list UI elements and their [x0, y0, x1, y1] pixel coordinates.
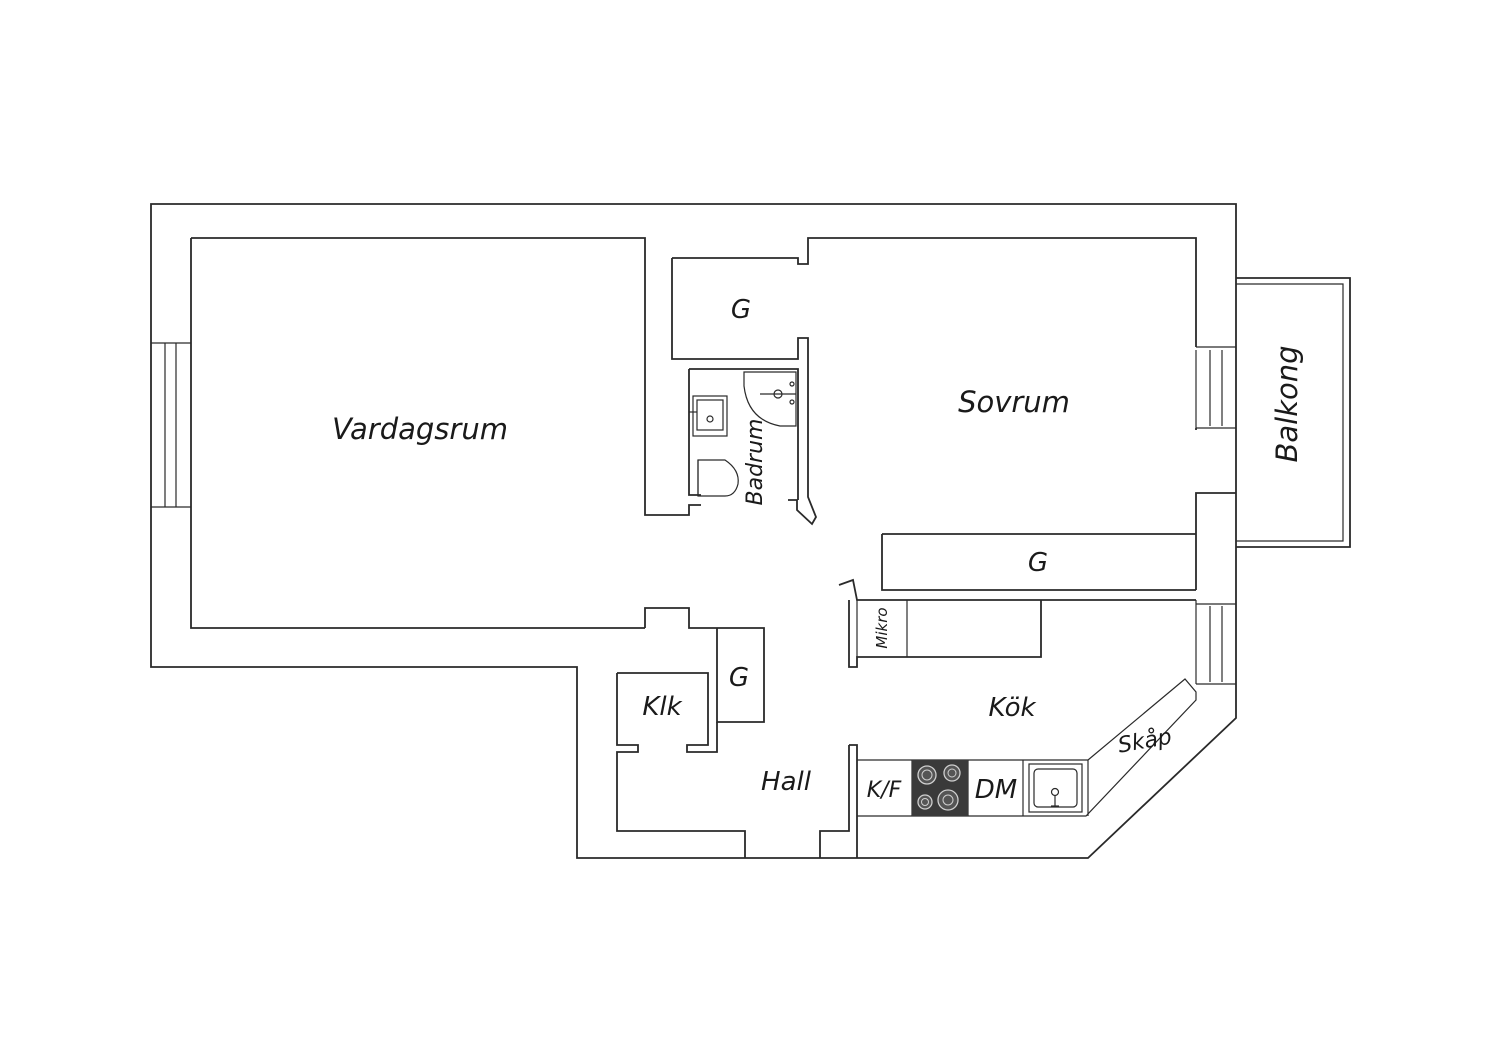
bathroom — [688, 368, 799, 500]
fridge-freezer-label: K/F — [867, 778, 902, 803]
closet-label-top: G — [731, 295, 751, 325]
balcony-outline — [1236, 277, 1351, 548]
closet-label-bedroom: G — [1028, 548, 1048, 578]
room-label-living-room: Vardagsrum — [332, 412, 508, 446]
window-kitchen — [1195, 600, 1236, 685]
dishwasher-label: DM — [975, 775, 1017, 805]
kitchen-sink-icon — [1028, 763, 1083, 813]
living-room-outline — [190, 237, 717, 629]
kitchen-lower-counter — [849, 678, 1197, 858]
outer-wall — [150, 203, 1237, 859]
microwave-label: Mikro — [873, 607, 891, 648]
bedroom-lower-wall — [1195, 428, 1236, 590]
hall-area — [616, 627, 850, 858]
window-living-room — [151, 342, 191, 508]
room-label-hall: Hall — [761, 767, 812, 797]
closet-top-outline — [671, 237, 1197, 526]
closet-bedroom-outline — [881, 533, 1196, 591]
room-label-balcony: Balkong — [1270, 345, 1304, 462]
closet-label-hall: G — [729, 663, 749, 693]
room-label-bathroom: Badrum — [743, 419, 768, 506]
kitchen-upper-counter — [838, 578, 1196, 668]
room-label-bedroom: Sovrum — [958, 385, 1070, 419]
walk-in-label: Klk — [642, 692, 682, 722]
room-label-kitchen: Kök — [988, 693, 1036, 723]
window-bedroom — [1195, 346, 1236, 429]
